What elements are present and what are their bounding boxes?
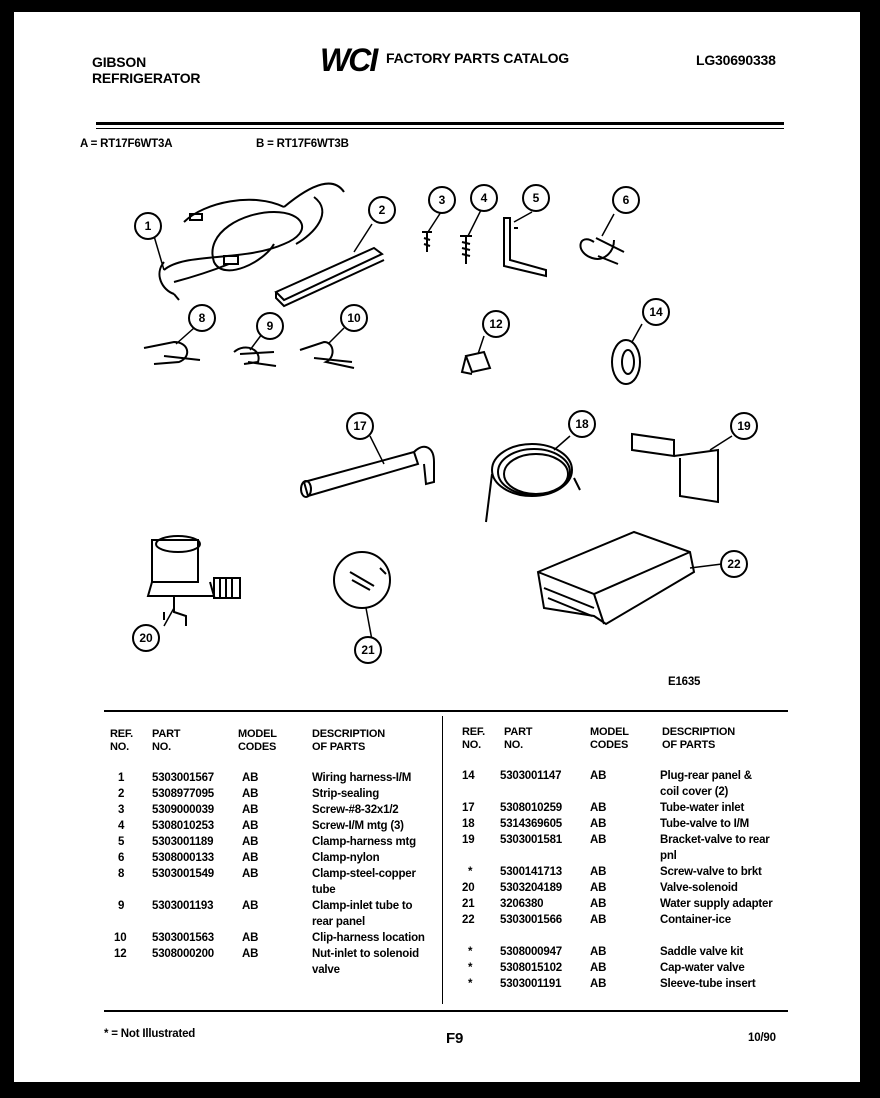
clamp-9-drawing [233,346,277,367]
screw-3-drawing [422,231,432,252]
model-a: A = RT17F6WT3A [80,138,173,150]
catalog-title: FACTORY PARTS CATALOG [386,50,569,66]
solenoid-valve-drawing [146,535,241,626]
tube-water-inlet-drawing [302,445,435,498]
ice-container-drawing [536,530,696,626]
header-rule-thin [96,128,784,129]
page-number: F9 [446,1030,464,1047]
callout-21: 21 [354,636,382,664]
callout-4: 4 [470,184,498,212]
callout-10: 10 [340,304,368,332]
wci-logo: WCI [320,42,378,78]
brand-line1: GIBSON [92,54,147,70]
clip-10-drawing [299,340,355,369]
screw-4-drawing [460,235,472,264]
left-header-ref: REF.NO. [110,728,134,753]
callout-9: 9 [256,312,284,340]
header-rule-thick [96,122,784,125]
nut-12-drawing [460,350,492,375]
callout-3: 3 [428,186,456,214]
clamp-8-drawing [143,340,201,365]
catalog-page: GIBSON REFRIGERATOR WCI FACTORY PARTS CA… [14,12,860,1082]
callout-1: 1 [134,212,162,240]
model-b: B = RT17F6WT3B [256,138,349,150]
parts-diagram [143,182,733,641]
water-supply-adapter-drawing [333,551,391,609]
catalog-code: LG30690338 [696,52,776,68]
bracket-19-drawing [631,432,719,504]
callout-19: 19 [730,412,758,440]
callout-22: 22 [720,550,748,578]
clamp-nylon-drawing [579,237,625,265]
not-illustrated-note: * = Not Illustrated [104,1028,196,1040]
callout-6: 6 [612,186,640,214]
strip-sealing-drawing [274,246,385,308]
wiring-harness-drawing [158,182,345,301]
callout-2: 2 [368,196,396,224]
tube-coil-drawing [485,443,581,523]
table-center-divider [442,716,443,1004]
right-header-ref: REF.NO. [462,726,486,751]
table-top-rule [104,710,788,712]
callout-5: 5 [522,184,550,212]
plug-14-drawing [611,339,641,385]
figure-code: E1635 [668,676,701,688]
callout-17: 17 [346,412,374,440]
table-bottom-rule [104,1010,788,1012]
callout-14: 14 [642,298,670,326]
catalog-date: 10/90 [748,1032,776,1044]
callout-8: 8 [188,304,216,332]
brand-line2: REFRIGERATOR [92,70,201,86]
bracket-5-drawing [503,217,547,278]
callout-20: 20 [132,624,160,652]
callout-12: 12 [482,310,510,338]
callout-18: 18 [568,410,596,438]
